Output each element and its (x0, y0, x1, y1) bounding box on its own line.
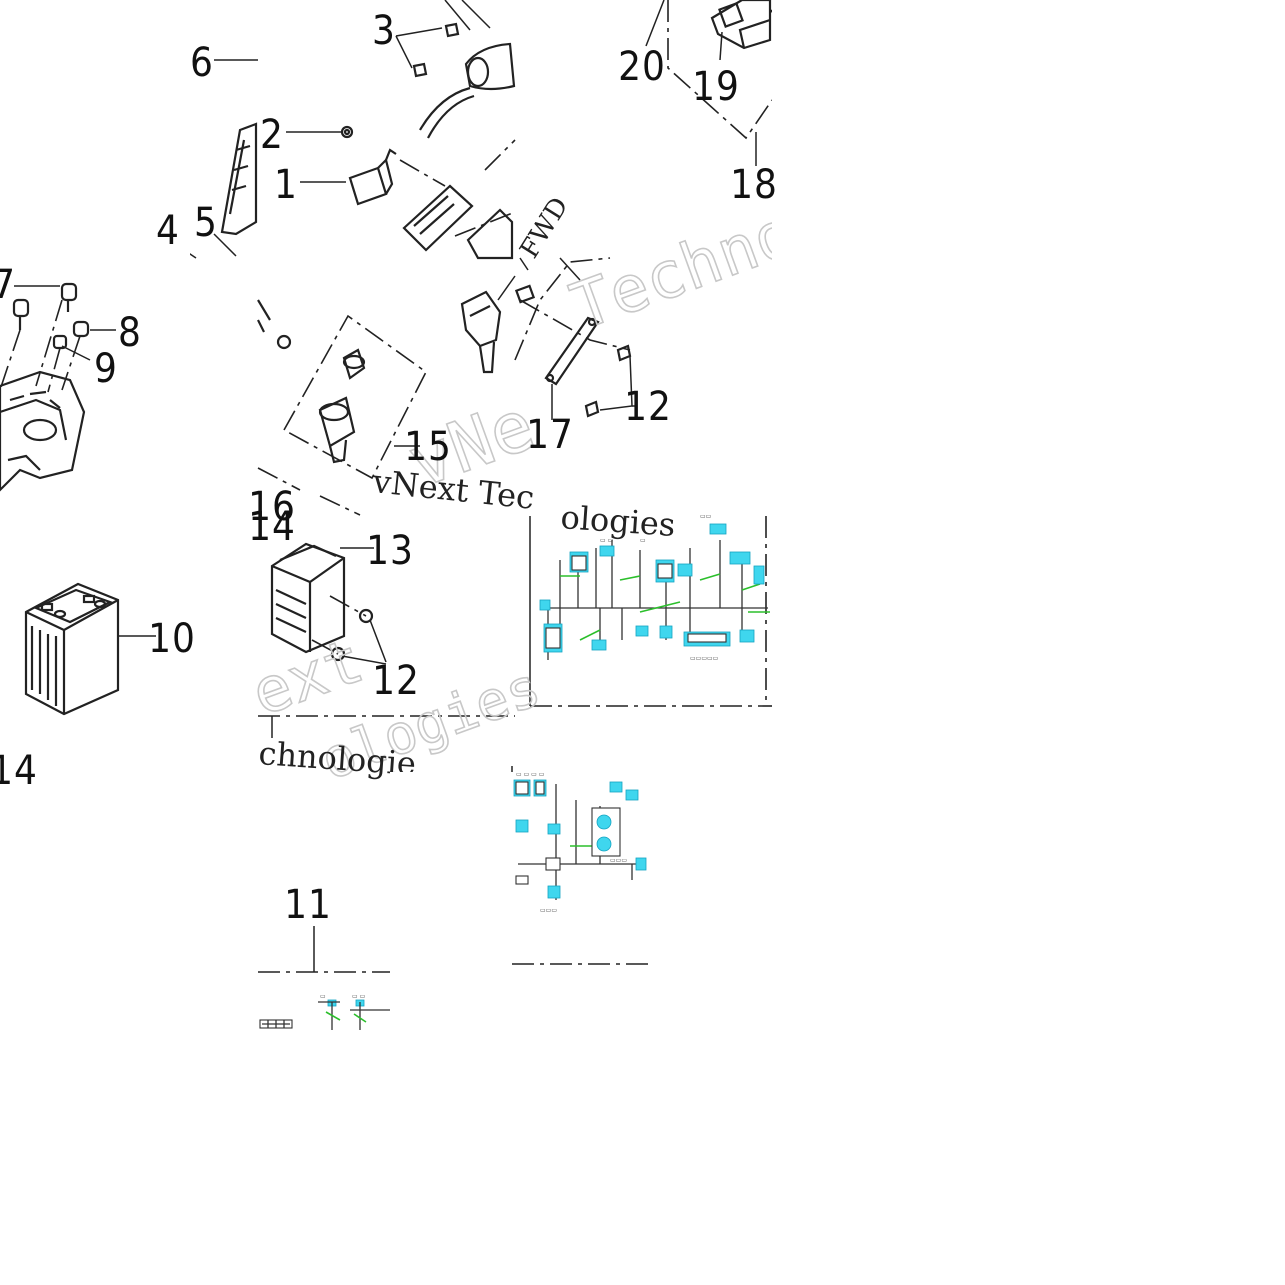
callout-17: 17 (526, 412, 574, 458)
callout-4: 4 (156, 208, 180, 254)
watermark-layer: Techno vNe vNext Tec ologies ext ologies… (241, 196, 805, 793)
callout-11: 11 (284, 882, 332, 928)
tile-carrier-area (0, 282, 116, 492)
tile-harness-fragment: ▭ ▭ ▭ (258, 926, 390, 1030)
callout-labels: 1 2 3 4 5 6 7 8 9 10 11 12 12 13 14 14 1… (0, 8, 778, 928)
fwd-label: FWD (514, 192, 574, 264)
tile-relay-area (177, 0, 516, 260)
svg-text:▭ ▭: ▭ ▭ (600, 537, 613, 544)
callout-16: 16 (248, 484, 296, 530)
wiring-schematic-secondary: ▭▭▭ ▭▭▭ ▭ ▭ ▭ ▭ (511, 766, 648, 965)
tile-switch-area (257, 299, 428, 516)
callout-2: 2 (260, 112, 284, 158)
svg-text:▭: ▭ (640, 537, 646, 544)
secondary-connectors (513, 779, 647, 899)
relay-part (348, 148, 397, 206)
callout-8: 8 (118, 310, 142, 356)
nut-part (340, 125, 354, 139)
callout-6: 6 (190, 40, 214, 86)
callout-14-battery: 14 (0, 748, 38, 794)
watermark-ologies-top: ologies (559, 498, 676, 544)
schematic-connectors (539, 523, 765, 653)
fwd-indicator: FWD (514, 192, 574, 264)
module-part (402, 184, 514, 260)
callout-12-upper: 12 (624, 384, 672, 430)
svg-text:▭▭: ▭▭ (700, 513, 711, 520)
coil-part (419, 0, 516, 139)
svg-text:▭: ▭ (320, 993, 326, 1000)
callout-9: 9 (94, 346, 118, 392)
watermark-ext: ext (242, 623, 372, 730)
bracket-part (220, 122, 258, 236)
svg-text:▭ ▭: ▭ ▭ (352, 993, 365, 1000)
battery-part (24, 582, 120, 716)
callout-1: 1 (274, 162, 298, 208)
callout-7: 7 (0, 262, 16, 308)
svg-text:▭ ▭ ▭ ▭: ▭ ▭ ▭ ▭ (516, 771, 544, 778)
wiring-schematic-main: ▭ ▭ ▭ ▭▭ ▭▭▭▭▭ (529, 513, 772, 707)
callout-5: 5 (194, 200, 218, 246)
regulator-part (270, 542, 346, 654)
callout-13: 13 (366, 528, 414, 574)
regulator-nuts (330, 608, 374, 662)
tile-sensor-area (460, 257, 636, 420)
svg-text:▭▭▭▭▭: ▭▭▭▭▭ (690, 655, 718, 662)
callout-15: 15 (404, 424, 452, 470)
callout-19: 19 (692, 64, 740, 110)
switch-part (318, 348, 366, 464)
tile-regulator-area (258, 542, 515, 738)
callout-18: 18 (730, 162, 778, 208)
harness-fragment-connectors: ▭ ▭ ▭ (259, 993, 390, 1030)
watermark-techno: Techno (562, 196, 805, 345)
callout-3: 3 (372, 8, 396, 54)
nut-part-small (257, 299, 292, 350)
svg-text:▭▭▭: ▭▭▭ (610, 857, 627, 864)
sensor-part (460, 275, 536, 374)
callout-10: 10 (148, 616, 196, 662)
screw-parts (412, 22, 460, 78)
callout-14-center: 14 (248, 504, 296, 550)
callout-12-lower: 12 (372, 658, 420, 704)
carrier-part (0, 370, 86, 492)
svg-text:▭▭▭: ▭▭▭ (540, 907, 557, 914)
callout-20: 20 (618, 44, 666, 90)
tile-battery-area (24, 582, 156, 716)
